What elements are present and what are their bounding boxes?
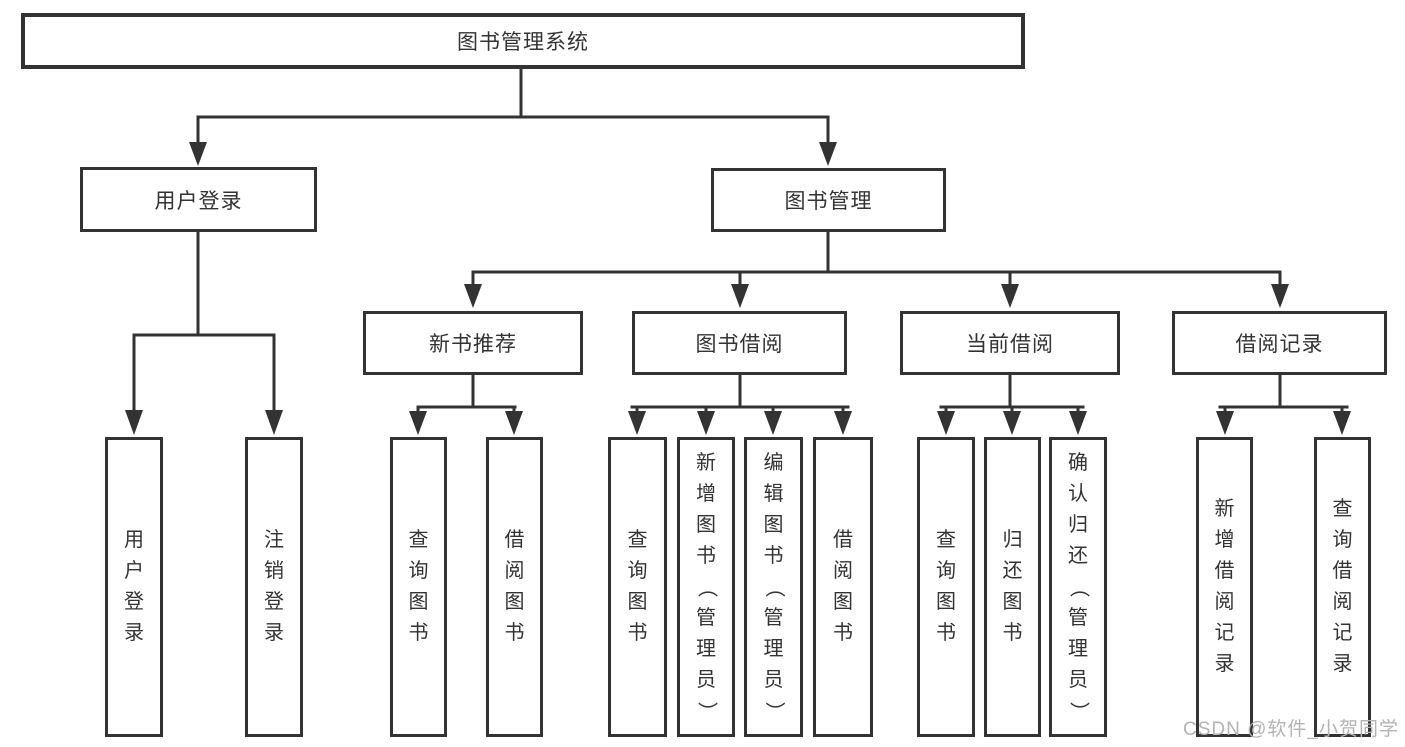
node-new-book-rec-label: 新书推荐 xyxy=(429,333,517,356)
node-user-login-label: 用户登录 xyxy=(154,189,243,213)
node-borrow-records: 借阅记录 xyxy=(1172,311,1387,375)
leaf-borrow-book-1: 借阅图书 xyxy=(486,437,543,737)
leaf-query-book-3: 查询图书 xyxy=(917,437,975,737)
leaf-user-login: 用户登录 xyxy=(105,437,163,737)
connector-root-to-level2 xyxy=(189,66,837,166)
node-book-mgmt-label: 图书管理 xyxy=(784,190,873,213)
node-new-book-rec: 新书推荐 xyxy=(363,311,583,375)
leaf-borrow-book-2: 借阅图书 xyxy=(813,437,873,737)
leaf-edit-book-admin: 编辑图书（管理员） xyxy=(744,437,803,737)
leaf-query-borrow-record: 查询借阅记录 xyxy=(1314,437,1371,737)
node-borrow-records-label: 借阅记录 xyxy=(1235,333,1324,356)
connector-borrow-records-children xyxy=(1216,373,1351,435)
connector-user-login-children xyxy=(125,230,283,435)
node-root-label: 图书管理系统 xyxy=(457,31,589,54)
csdn-watermark: CSDN @软件_小贺同学 xyxy=(1183,719,1399,740)
node-user-login: 用户登录 xyxy=(80,167,317,232)
leaf-query-book-2: 查询图书 xyxy=(608,437,667,737)
leaf-return-book: 归还图书 xyxy=(984,437,1041,737)
node-root: 图书管理系统 xyxy=(21,13,1025,69)
node-current-borrow: 当前借阅 xyxy=(900,311,1120,375)
leaf-confirm-return-admin: 确认归还（管理员） xyxy=(1049,437,1107,737)
connector-book-mgmt-children xyxy=(464,230,1289,308)
node-book-borrow-label: 图书借阅 xyxy=(695,333,784,356)
connector-book-borrow-children xyxy=(628,373,852,435)
node-book-borrow: 图书借阅 xyxy=(632,311,847,375)
node-current-borrow-label: 当前借阅 xyxy=(966,333,1054,356)
leaf-logout: 注销登录 xyxy=(245,437,303,737)
connector-current-borrow-children xyxy=(937,373,1087,435)
node-book-mgmt: 图书管理 xyxy=(711,168,946,232)
leaf-add-borrow-record: 新增借阅记录 xyxy=(1196,437,1253,737)
connector-new-book-children xyxy=(409,373,523,435)
leaf-add-book-admin: 新增图书（管理员） xyxy=(677,437,735,737)
leaf-query-book-1: 查询图书 xyxy=(390,437,447,737)
